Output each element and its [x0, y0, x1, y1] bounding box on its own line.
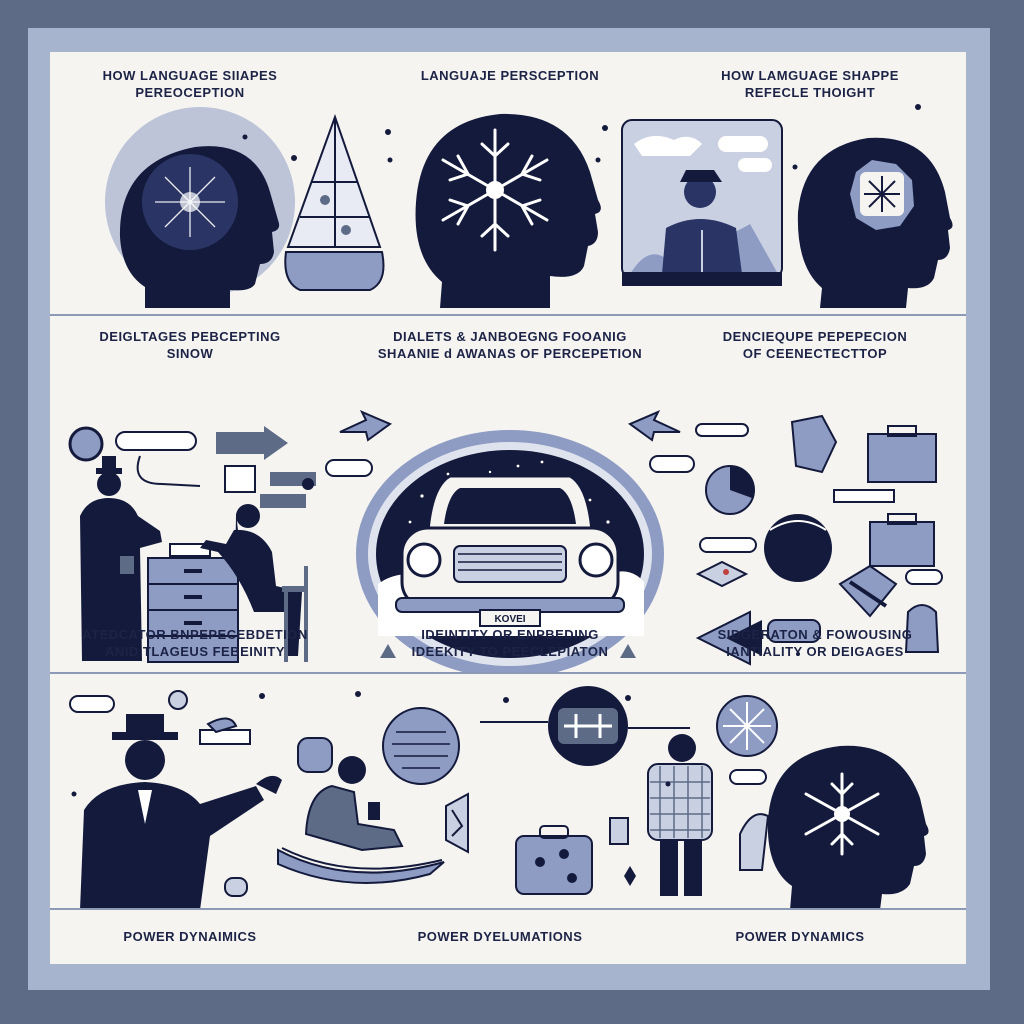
snowflake-icon [864, 176, 900, 212]
framed-portrait-scene [621, 119, 783, 286]
panel-2-heading-right: DENCIEQUPE PEPEPECION OF CEENECTECTTOP [690, 328, 940, 362]
panel-2-heading-left: DEIGLTAGES PEBCEPTING SINOW [70, 328, 310, 362]
heading-line: DIALETS & JANBOEGNG FOOANIG [393, 329, 627, 344]
heading-line: LANGUAJE PERSCEPTION [420, 68, 600, 83]
caption-line: IDEEKITY TO PEECLEPIATON [411, 644, 609, 659]
stacked-triangle-tree [284, 114, 385, 291]
head-with-snowflake-badge [797, 137, 953, 308]
heading-line: DENCIEQUPE PEPEPECION [722, 329, 908, 344]
car-in-oval-mirror [325, 410, 695, 672]
heading-line: HOW LAMGUAGE SHAPPE [721, 68, 899, 83]
panel-1-illustrations [105, 104, 953, 308]
conversation-scene [68, 426, 316, 663]
panel-3-caption-center: POWER DYELUMATIONS [417, 929, 583, 944]
sparkle-dots [242, 104, 921, 170]
panel-2-illustrations: KOVEI [68, 410, 943, 672]
panel-1-heading-left: HOW LANGUAGE SIIAPES PEREOCEPTION [70, 67, 310, 101]
panel-2-heading-center: DIALETS & JANBOEGNG FOOANIG SHAANIE d AW… [370, 328, 650, 362]
round-badges [382, 686, 690, 785]
caption-line: ATEDCATOR BNPEPECEBDETION [82, 627, 308, 642]
infographic-poster: HOW LANGUAGE SIIAPES PEREOCEPTION LANGUA… [50, 52, 966, 964]
caption-line: ANID TLAGEUS FEBEINITY [104, 644, 285, 659]
heading-line: SHAANIE d AWANAS OF PERCEPETION [377, 346, 643, 361]
license-plate-text: KOVEI [494, 614, 525, 625]
head-with-snowflake-thought-3 [716, 695, 929, 910]
caption-line: SIDGERATON & FOWOUSING [717, 627, 913, 642]
panel-2-caption-left: ATEDCATOR BNPEPECEBDETION ANID TLAGEUS F… [70, 626, 320, 660]
panel-2-caption-center: IDEINTITY OR ENPBEDING IDEEKITY TO PEECL… [390, 626, 630, 660]
heading-line: DEIGLTAGES PEBCEPTING [99, 329, 281, 344]
caption-line: IDEINTITY OR ENPBEDING [421, 627, 599, 642]
caption-line: IANTIALITY OR DEIGAGES [726, 644, 904, 659]
head-with-snowflake-thought-1 [105, 107, 295, 308]
heading-line: REFECLE THOIGHT [744, 85, 876, 100]
top-panel: HOW LANGUAGE SIIAPES PEREOCEPTION LANGUA… [50, 52, 966, 310]
standing-man-plaid [647, 734, 713, 896]
panel-2-caption-right: SIDGERATON & FOWOUSING IANTIALITY OR DEI… [690, 626, 940, 660]
heading-line: OF CEENECTECTTOP [742, 346, 888, 361]
panel-3-caption-left: POWER DYNAIMICS [123, 929, 257, 944]
person-in-boat [277, 756, 469, 884]
sparkle-dots [71, 691, 671, 797]
head-with-snowflake-thought-2 [415, 113, 601, 308]
heading-line: PEREOCEPTION [135, 85, 245, 100]
objects-collection [695, 414, 943, 666]
suitcase-and-objects [515, 817, 636, 895]
panel-3-illustrations [69, 686, 929, 910]
heading-line: HOW LANGUAGE SIIAPES [102, 68, 278, 83]
heading-line: SINOW [166, 346, 214, 361]
speaking-man-scene [69, 690, 333, 910]
panel-1-heading-center: LANGUAJE PERSCEPTION [380, 67, 640, 84]
panel-1-heading-right: HOW LAMGUAGE SHAPPE REFECLE THOIGHT [690, 67, 930, 101]
panel-3-caption-right: POWER DYNAMICS [735, 929, 865, 944]
middle-panel: DEIGLTAGES PEBCEPTING SINOW DIALETS & JA… [50, 314, 966, 672]
bottom-caption-band: POWER DYNAIMICS POWER DYELUMATIONS POWER… [50, 908, 966, 964]
bottom-panel [50, 672, 966, 964]
